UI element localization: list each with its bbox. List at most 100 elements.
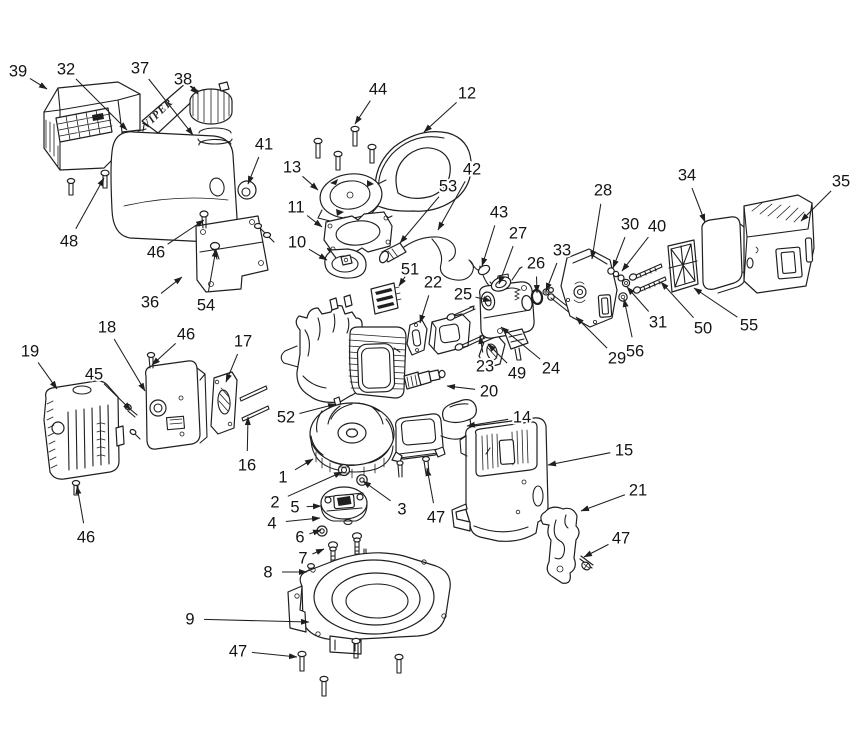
starter-gasket [323,211,393,255]
part-number-label: 25 [454,286,472,304]
part-number-label: 28 [594,182,612,200]
part-number-label: 33 [553,242,571,260]
part-number-label: 24 [542,360,560,378]
callout-50: 50 [660,281,714,340]
callout-56: 56 [622,298,646,363]
leader-line [590,203,602,260]
leader-line [533,276,540,294]
part-number-label: 21 [629,482,647,500]
leader-line [207,248,218,292]
part-number-label: 10 [288,234,306,252]
leader-line [299,403,337,415]
leader-line [189,85,199,95]
engine-top-cover [43,81,141,171]
insulator-bolt [446,305,476,321]
rear-bracket [540,506,580,584]
part-number-label: 44 [369,81,387,99]
flywheel-nut [337,463,351,477]
callout-6: 6 [293,527,322,549]
callout-19: 19 [19,341,58,390]
callout-14: 14 [466,407,533,429]
leader-line [306,215,323,228]
muffler-screws [124,403,141,440]
part-number-label: 35 [832,173,850,191]
part-number-label: 2 [270,494,279,512]
callout-55: 55 [693,287,760,337]
callout-32: 32 [55,59,128,131]
clutch-assembly [320,486,368,526]
leader-line [37,362,58,390]
part-number-label: 29 [608,350,626,368]
housing-ears [294,559,447,637]
leader-line [437,180,466,231]
callout-21: 21 [580,480,649,512]
cover-bolt-46 [71,479,81,496]
part-number-label: 17 [234,333,252,351]
part-number-label: 50 [694,320,712,338]
leader-line [575,316,608,349]
engine-cover [451,417,549,542]
leader-line [225,353,239,383]
callout-5: 5 [288,497,322,519]
callout-2: 2 [268,471,343,514]
callout-20: 20 [446,381,500,403]
part-number-label: 56 [626,343,644,361]
leader-line [160,276,183,294]
callout-38: 38 [172,69,199,95]
callout-10: 10 [286,232,328,261]
part-number-label: 19 [21,343,39,361]
callout-35: 35 [800,171,852,222]
leader-line [612,236,626,269]
muffler-gasket [210,371,238,435]
leader-line [693,287,738,318]
muffler-cover [43,380,125,496]
starter-handle [370,131,472,220]
part-number-label: 15 [615,442,633,460]
leader-line [29,77,48,90]
leader-line [362,480,391,502]
callout-34: 34 [676,165,706,223]
leader-line [478,335,485,353]
leader-line [660,281,694,319]
part-number-label: 55 [740,317,758,335]
leader-line [302,175,319,191]
callout-9: 9 [183,609,310,631]
leader-line [75,485,85,524]
part-number-label: 40 [648,218,666,236]
callout-43: 43 [481,202,510,267]
part-number-label: 31 [649,314,667,332]
leader-line [500,326,541,360]
leader-line [419,295,430,324]
spark-plug [403,369,446,390]
leader-line [622,298,633,338]
leader-line [498,245,514,285]
leader-line [306,503,322,510]
callout-51: 51 [398,259,421,287]
callout-40: 40 [621,216,668,272]
callout-41: 41 [247,134,275,185]
part-number-label: 32 [57,61,75,79]
muffler-bolt-46 [146,351,156,369]
carburetor [479,266,535,361]
part-number-label: 54 [197,297,215,315]
filter-frame [667,239,699,293]
callout-47: 47 [227,641,298,663]
bracket-side-screws [253,222,275,243]
part-number-label: 11 [287,199,304,217]
callout-44: 44 [354,79,389,125]
part-number-label: 7 [298,550,307,568]
leader-line [309,529,322,536]
callout-33: 33 [545,240,573,292]
leader-line [244,416,251,452]
flywheel-washer [356,474,368,486]
part-number-label: 47 [427,509,445,527]
leader-line [425,467,435,504]
callout-46: 46 [145,219,205,264]
part-number-label: 43 [490,204,508,222]
part-number-label: 8 [263,564,272,582]
part-number-label: 49 [508,365,526,383]
leader-line [580,494,626,512]
callout-46: 46 [151,324,197,366]
